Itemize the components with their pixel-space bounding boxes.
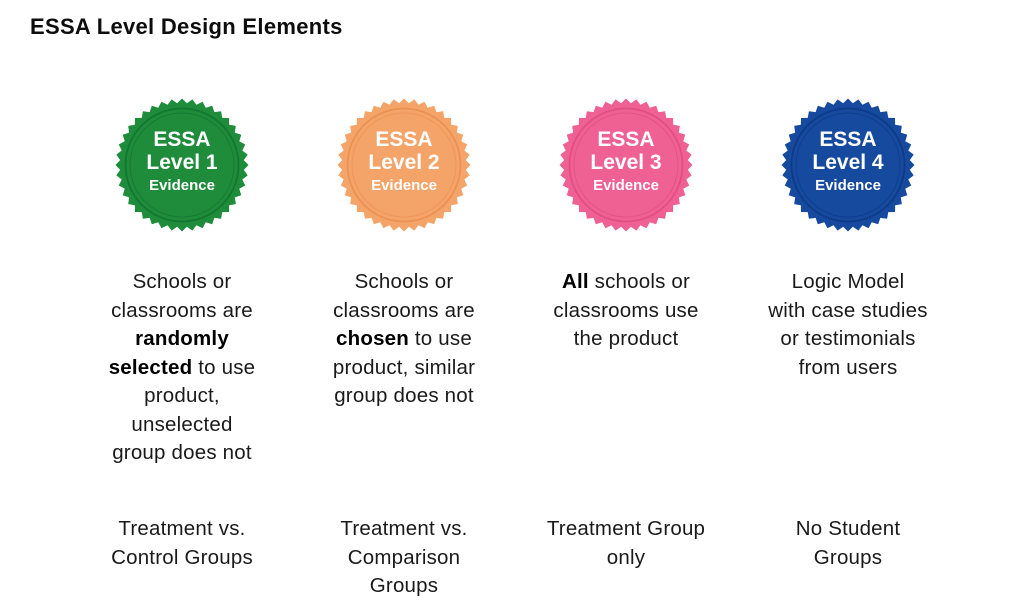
seal-outer-ring (568, 107, 684, 223)
seal-line-level: Level 2 (368, 151, 439, 174)
essa-levels-grid: ESSA Level 1 Evidence Schools or classro… (71, 98, 959, 601)
seal-scalloped-edge (115, 98, 249, 232)
seal-line-level: Level 3 (590, 151, 661, 174)
seal-line-evidence: Evidence (149, 177, 215, 194)
seal-line-essa: ESSA (597, 128, 654, 151)
essa-level-4-seal-icon: ESSA Level 4 Evidence (781, 98, 915, 232)
seal-line-essa: ESSA (819, 128, 876, 151)
seal-line-evidence: Evidence (593, 177, 659, 194)
seal-line-level: Level 4 (812, 151, 884, 174)
seal-line-evidence: Evidence (815, 177, 881, 194)
essa-level-2-seal-icon: ESSA Level 2 Evidence (337, 98, 471, 232)
seal-inner-ring (573, 112, 679, 218)
level-3-group-label: Treatment Group only (546, 517, 706, 569)
seal-line-essa: ESSA (153, 128, 210, 151)
seal-outer-ring (790, 107, 906, 223)
level-2-description: Schools or classrooms are chosen to use … (332, 270, 476, 407)
level-3-description: All schools or classrooms use the produc… (553, 270, 699, 350)
seal-scalloped-edge (559, 98, 693, 232)
level-4-description: Logic Model with case studies or testimo… (768, 270, 928, 379)
level-1-group-label: Treatment vs. Control Groups (111, 517, 253, 569)
seal-inner-ring (795, 112, 901, 218)
essa-level-1-column: ESSA Level 1 Evidence Schools or classro… (71, 98, 293, 601)
seal-scalloped-edge (781, 98, 915, 232)
seal-scalloped-edge (337, 98, 471, 232)
seal-inner-ring (351, 112, 457, 218)
seal-outer-ring (346, 107, 462, 223)
essa-level-2-column: ESSA Level 2 Evidence Schools or classro… (293, 98, 515, 601)
level-4-group-label: No Student Groups (795, 517, 901, 569)
seal-line-evidence: Evidence (371, 177, 437, 194)
essa-level-1-seal-icon: ESSA Level 1 Evidence (115, 98, 249, 232)
essa-level-3-seal-icon: ESSA Level 3 Evidence (559, 98, 693, 232)
seal-line-essa: ESSA (375, 128, 432, 151)
page-title: ESSA Level Design Elements (30, 14, 343, 39)
level-2-group-label: Treatment vs. Comparison Groups (340, 517, 468, 597)
essa-level-4-column: ESSA Level 4 Evidence Logic Model with c… (737, 98, 959, 601)
seal-inner-ring (129, 112, 235, 218)
essa-level-3-column: ESSA Level 3 Evidence All schools or cla… (515, 98, 737, 601)
seal-line-level: Level 1 (146, 151, 218, 174)
seal-outer-ring (124, 107, 240, 223)
level-1-description: Schools or classrooms are randomly selec… (108, 270, 256, 464)
